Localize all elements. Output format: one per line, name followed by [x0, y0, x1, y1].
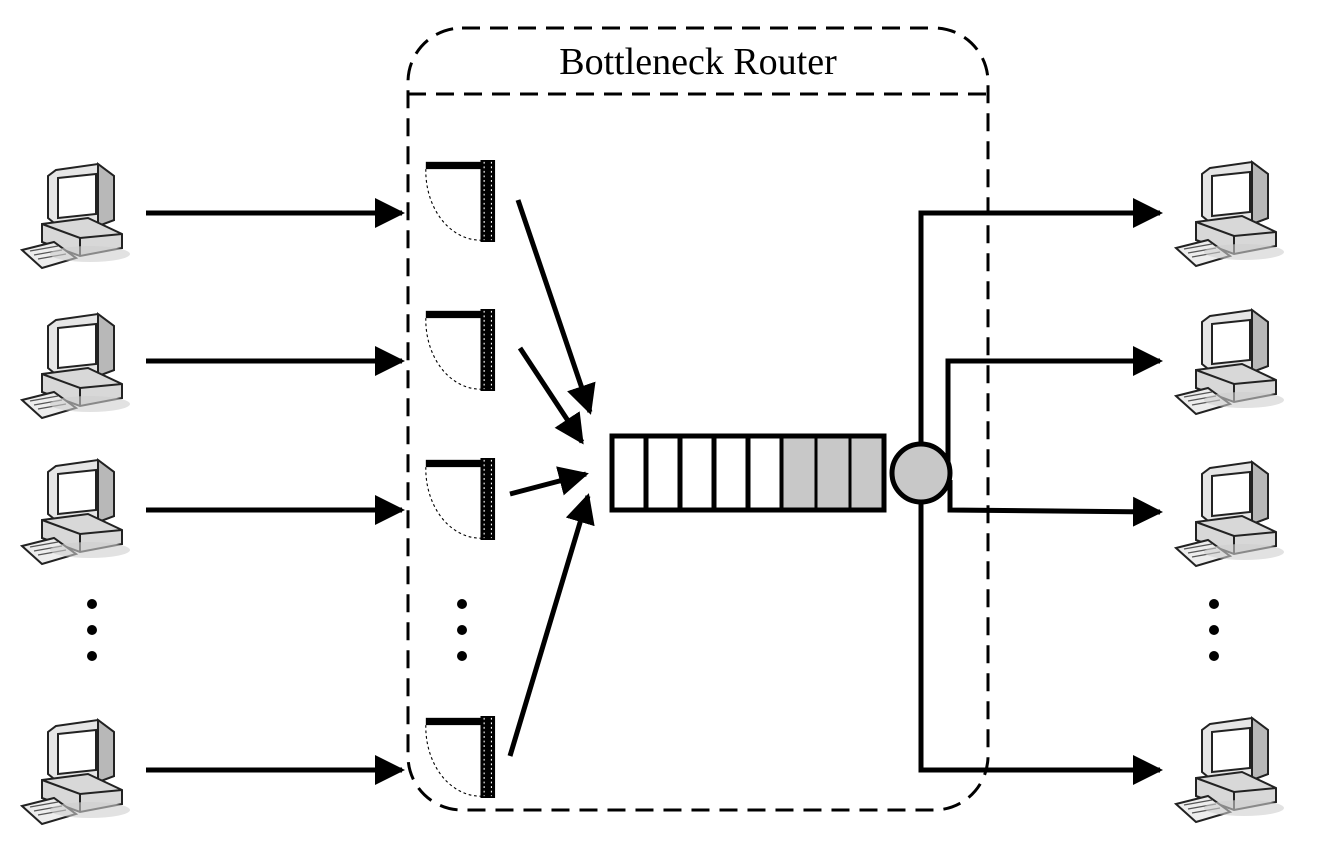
receiver-ellipsis: [1209, 599, 1219, 661]
merge-arrow-4: [507, 493, 595, 757]
queue-slot-filled: [780, 434, 818, 512]
sender-computer-4-icon: [21, 719, 131, 825]
receiver-computer-2-icon: [1175, 309, 1285, 415]
gate-ellipsis: [457, 599, 467, 661]
gate-1-icon: [425, 159, 496, 243]
output-line-4: [918, 502, 1163, 785]
merge-arrow-3: [509, 466, 589, 497]
gate-3-icon: [425, 457, 496, 541]
queue-slot-empty: [711, 433, 751, 513]
router-boundary: Bottleneck Router: [406, 26, 990, 812]
router-title: Bottleneck Router: [559, 41, 837, 83]
input-arrows: [146, 198, 405, 785]
output-line-1: [918, 198, 1163, 444]
link-node-icon: [889, 441, 953, 505]
receiver-computer-1-icon: [1175, 161, 1285, 267]
output-line-3: [947, 480, 1163, 527]
queue-slot-empty: [745, 433, 785, 513]
sender-ellipsis: [87, 599, 97, 661]
receiver-computers: [1175, 161, 1285, 823]
output-lines: [918, 198, 1163, 785]
merge-arrow-2: [517, 346, 585, 445]
queue-slot-filled: [814, 434, 852, 512]
sender-computer-1-icon: [21, 163, 131, 269]
queue-slot-empty: [609, 433, 649, 513]
sender-computer-2-icon: [21, 313, 131, 419]
queue-slot-filled: [848, 434, 886, 512]
output-line-2: [945, 346, 1163, 462]
gate-2-icon: [425, 308, 496, 392]
receiver-computer-4-icon: [1175, 717, 1285, 823]
sender-computers: [21, 163, 131, 825]
packet-queue: [609, 433, 887, 513]
queue-outline: [609, 433, 887, 513]
receiver-computer-3-icon: [1175, 461, 1285, 567]
queue-slot-empty: [643, 433, 683, 513]
merge-arrows: [507, 199, 596, 757]
merge-arrow-1: [515, 199, 596, 415]
gate-4-icon: [425, 715, 496, 799]
queue-slot-empty: [677, 433, 717, 513]
sender-computer-3-icon: [21, 459, 131, 565]
gates: [425, 159, 496, 799]
